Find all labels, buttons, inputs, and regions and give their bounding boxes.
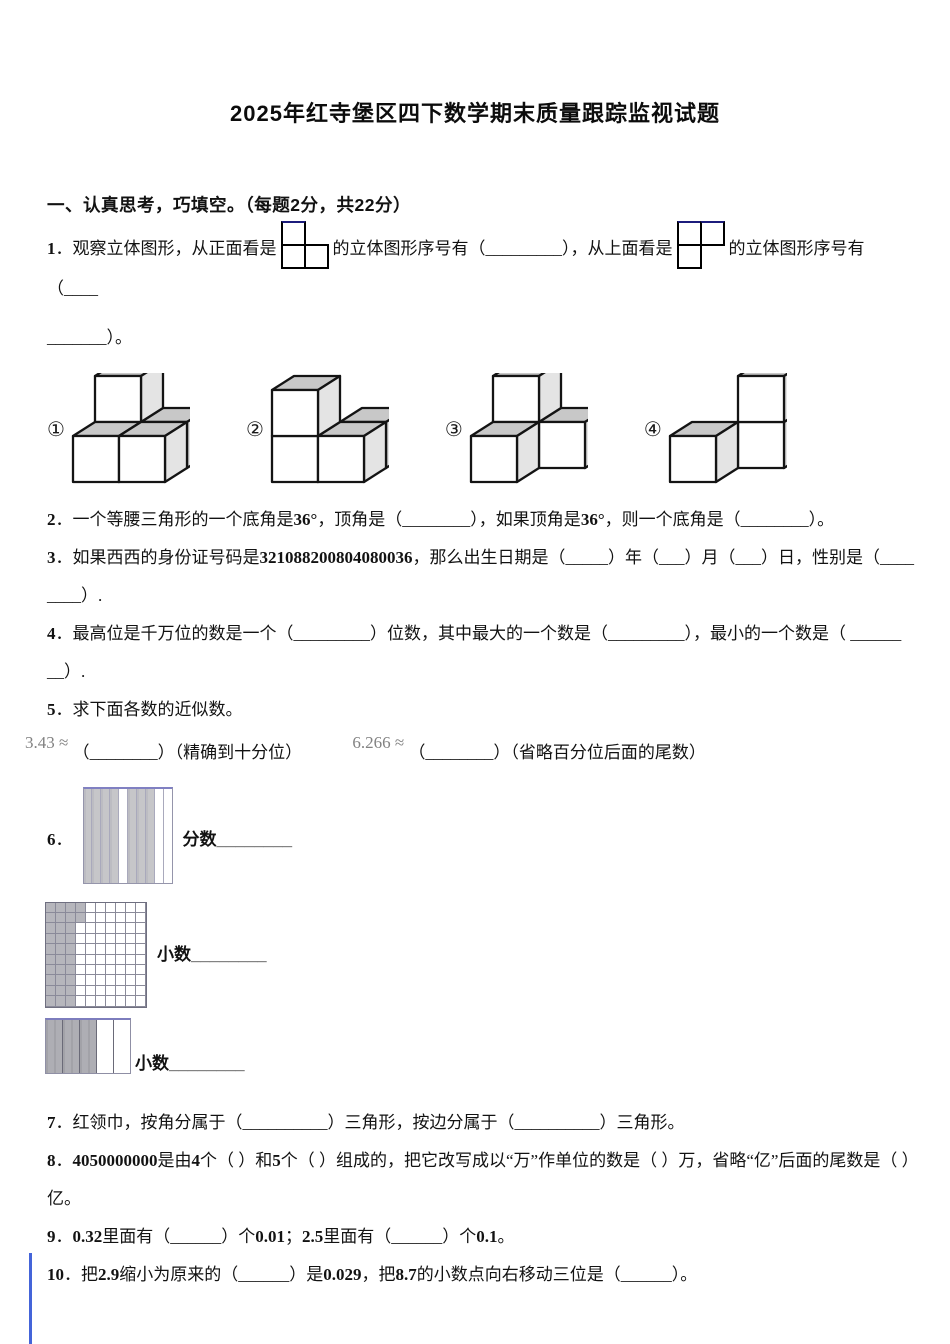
question-6-fraction-row: 6． 分数________ [47, 787, 950, 888]
cube-figure-2-drawing [269, 373, 389, 485]
five-strip-figure [45, 1017, 131, 1078]
text-cursor [29, 1253, 32, 1344]
question-6-decimal-row-1: 小数________ [45, 898, 950, 1008]
cube-figure-2: ② [246, 373, 389, 485]
figure-2-label: ② [245, 417, 264, 441]
fraction-strip-figure [82, 787, 173, 888]
top-view-shape [676, 221, 725, 269]
question-9: 9．0.32里面有（______）个0.01；2.5里面有（______）个0.… [47, 1226, 515, 1246]
question-5: 5．求下面各数的近似数。 [47, 700, 243, 719]
question-3: 3．如果西西的身份证号码是321088200804080036，那么出生日期是（… [47, 548, 914, 605]
approx-blank-2: （________）（省略百分位后面的尾数） [408, 743, 706, 762]
cube-figure-3: ③ [445, 373, 588, 485]
figure-3-label: ③ [444, 417, 463, 441]
cube-figure-1-drawing [70, 373, 190, 485]
question-7: 7．红领巾，按角分属于（__________）三角形，按边分属于（_______… [47, 1112, 685, 1132]
question-1-line2: _______）。 [47, 328, 132, 347]
question-6-decimal-row-2: 小数________ [45, 1017, 950, 1078]
approx-value-1: 3.43 ≈ [25, 733, 69, 752]
approx-blank-1: （________）（精确到十分位） [72, 743, 303, 762]
hundred-grid-figure [45, 898, 147, 1008]
approx-value-2: 6.266 ≈ [352, 733, 405, 752]
cube-figure-4: ④ [644, 373, 787, 485]
cube-figures-row: ① ② ③ ④ [47, 373, 950, 485]
question-1-text-3: 的立体图形序号有（____ [47, 239, 865, 298]
fraction-label: 分数________ [182, 830, 293, 849]
question-5-approximations: 3.43 ≈ （________）（精确到十分位） 6.266 ≈ （_____… [25, 733, 914, 773]
front-view-shape [280, 221, 329, 269]
question-8: 8．4050000000是由4个（ ）和5个（ ）组成的，把它改写成以“万”作单… [47, 1150, 911, 1208]
question-1-text-1: 1．观察立体图形，从正面看是 [47, 239, 277, 258]
decimal-label-2: 小数________ [135, 1053, 245, 1073]
question-1: 1．观察立体图形，从正面看是 的立体图形序号有（_________），从上面看是的… [47, 221, 914, 309]
page-title: 2025年红寺堡区四下数学期末质量跟踪监视试题 [230, 101, 720, 126]
cube-figure-1: ① [47, 373, 190, 485]
cube-figure-3-drawing [468, 373, 588, 485]
question-6-number: 6． [47, 830, 73, 849]
section-heading: 一、认真思考，巧填空。（每题2分，共22分） [47, 195, 411, 215]
figure-4-label: ④ [643, 417, 662, 441]
question-1-text-2: 的立体图形序号有（_________），从上面看是 [332, 239, 673, 258]
question-2: 2．一个等腰三角形的一个底角是36°，顶角是（________），如果顶角是36… [47, 510, 835, 529]
cube-figure-4-drawing [667, 373, 787, 485]
question-4: 4．最高位是千万位的数是一个（_________）位数，其中最大的一个数是（__… [47, 624, 902, 681]
question-10: 10．把2.9缩小为原来的（______）是0.029，把8.7的小数点向右移动… [47, 1264, 698, 1284]
decimal-label-1: 小数________ [157, 945, 267, 965]
figure-1-label: ① [47, 417, 65, 441]
